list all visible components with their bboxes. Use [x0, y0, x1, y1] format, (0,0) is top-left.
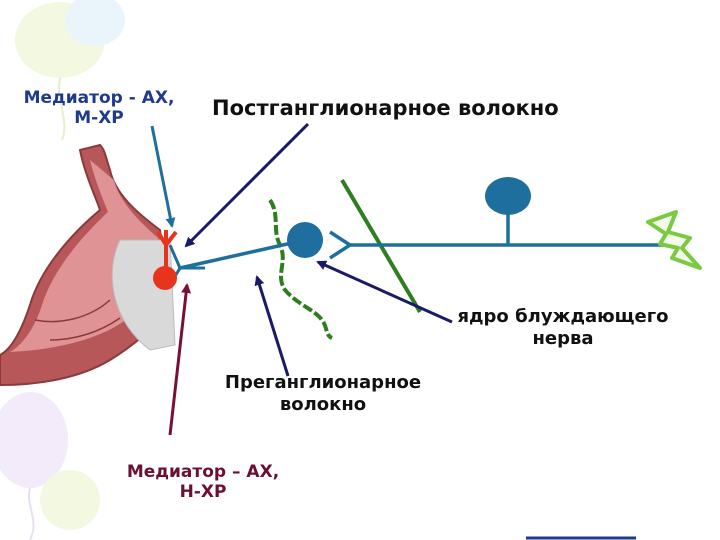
vagus-nucleus-neuron: [485, 177, 531, 245]
arrow-mediator-n: [168, 283, 192, 436]
mediator-n-line1: Медиатор – АХ,: [126, 462, 280, 482]
lightning-icon: [646, 210, 702, 270]
decorative-balloons: [0, 0, 125, 540]
postganglionic-fiber: [168, 238, 306, 286]
stomach-illustration: [0, 143, 176, 387]
arrow-vagus-nucleus: [316, 260, 453, 324]
postganglionic-fiber-label: Постганглионарное волокно: [212, 96, 559, 120]
mediator-n-cholinoreceptor-label: Медиатор – АХ, Н-ХР: [108, 462, 298, 503]
vagus-nucleus-line2: нерва: [532, 327, 594, 349]
vagus-nucleus-line1: ядро блуждающего: [457, 306, 669, 327]
preganglionic-fiber-label: Преганглионарное волокно: [212, 372, 434, 415]
arrow-mediator-m: [150, 125, 176, 228]
arrow-postganglionic: [184, 122, 310, 248]
preganglionic-line1: Преганглионарное: [224, 372, 422, 393]
preganglionic-line2: волокно: [279, 393, 367, 415]
green-wavy-line: [268, 198, 334, 340]
effector-neuron-red: [153, 230, 178, 290]
ganglion-cell: [287, 222, 323, 258]
mediator-m-cholinoreceptor-label: Медиатор - АХ, М-ХР: [6, 88, 192, 129]
preganglionic-fiber: [329, 230, 665, 260]
arrow-preganglionic: [254, 275, 290, 377]
mediator-m-line1: Медиатор - АХ,: [23, 88, 175, 108]
mediator-n-line2: Н-ХР: [179, 482, 227, 503]
vagus-nucleus-label: ядро блуждающего нерва: [448, 306, 678, 349]
mediator-m-line2: М-ХР: [74, 108, 124, 129]
